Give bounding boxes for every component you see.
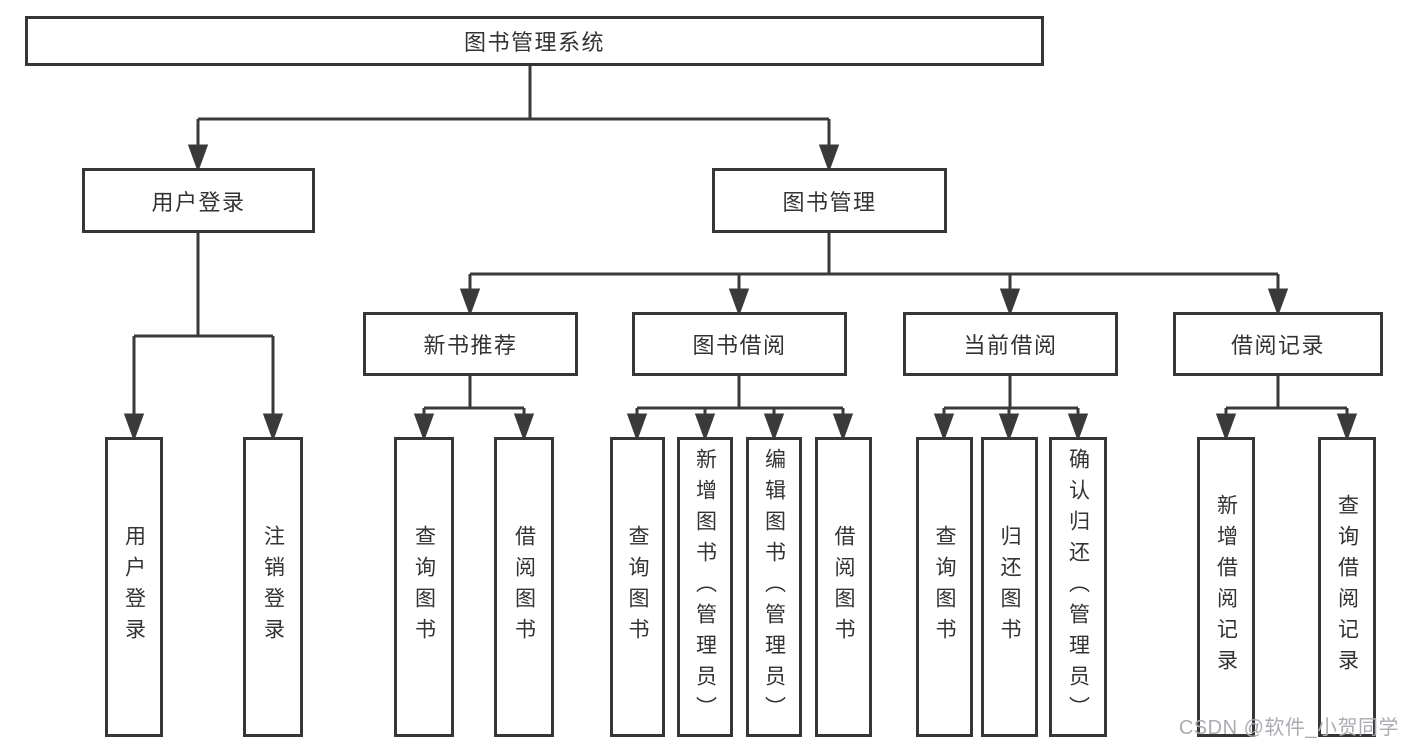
leaf-add-borrow-record-label: 新增借阅记录: [1214, 494, 1238, 680]
node-book-mgmt-label: 图书管理: [782, 189, 877, 215]
leaf-query-books-3: 查询图书: [916, 437, 973, 737]
connector-borrow-children: [626, 376, 854, 442]
connector-newbook-children: [413, 376, 535, 442]
node-book-mgmt: 图书管理: [712, 168, 947, 233]
leaf-query-borrow-record: 查询借阅记录: [1318, 437, 1376, 737]
leaf-user-login-label: 用户登录: [122, 525, 146, 649]
csdn-watermark: CSDN @软件_小贺同学: [1178, 717, 1399, 739]
node-new-book-rec: 新书推荐: [363, 312, 578, 376]
node-root: 图书管理系统: [25, 16, 1044, 66]
node-current-borrow: 当前借阅: [903, 312, 1118, 376]
leaf-return-book-label: 归还图书: [998, 525, 1021, 649]
node-book-borrow: 图书借阅: [632, 312, 847, 376]
leaf-user-login: 用户登录: [105, 437, 163, 737]
leaf-return-book: 归还图书: [981, 437, 1038, 737]
leaf-logout-label: 注销登录: [261, 525, 285, 649]
leaf-query-books-3-label: 查询图书: [933, 525, 956, 649]
leaf-query-books-1-label: 查询图书: [412, 525, 436, 649]
leaf-add-borrow-record: 新增借阅记录: [1197, 437, 1255, 737]
leaf-borrow-books-1-label: 借阅图书: [512, 525, 536, 649]
leaf-borrow-books-2: 借阅图书: [815, 437, 872, 737]
leaf-logout: 注销登录: [243, 437, 303, 737]
node-borrow-records-label: 借阅记录: [1230, 333, 1325, 358]
leaf-borrow-books-2-label: 借阅图书: [832, 525, 855, 649]
node-user-login: 用户登录: [82, 168, 315, 233]
connector-current-children: [933, 376, 1089, 442]
leaf-confirm-return-admin: 确认归还（管理员）: [1049, 437, 1107, 737]
node-current-borrow-label: 当前借阅: [963, 333, 1058, 358]
node-user-login-label: 用户登录: [151, 189, 246, 215]
leaf-add-book-admin: 新增图书（管理员）: [677, 437, 733, 737]
leaf-query-borrow-record-label: 查询借阅记录: [1335, 494, 1359, 680]
leaf-confirm-return-admin-label: 确认归还（管理员）: [1066, 447, 1090, 727]
node-root-label: 图书管理系统: [463, 30, 605, 55]
connector-mgmt-to-level3: [459, 233, 1289, 317]
connector-root-to-level2: [187, 66, 840, 173]
leaf-query-books-1: 查询图书: [394, 437, 454, 737]
leaf-query-books-2-label: 查询图书: [626, 525, 649, 649]
leaf-query-books-2: 查询图书: [610, 437, 665, 737]
node-borrow-records: 借阅记录: [1173, 312, 1383, 376]
leaf-edit-book-admin: 编辑图书（管理员）: [746, 437, 802, 737]
node-new-book-rec-label: 新书推荐: [423, 333, 518, 358]
leaf-edit-book-admin-label: 编辑图书（管理员）: [762, 447, 786, 727]
connector-records-children: [1215, 376, 1358, 442]
connector-login-children: [123, 233, 284, 442]
leaf-borrow-books-1: 借阅图书: [494, 437, 554, 737]
node-book-borrow-label: 图书借阅: [692, 333, 787, 358]
leaf-add-book-admin-label: 新增图书（管理员）: [693, 447, 717, 727]
